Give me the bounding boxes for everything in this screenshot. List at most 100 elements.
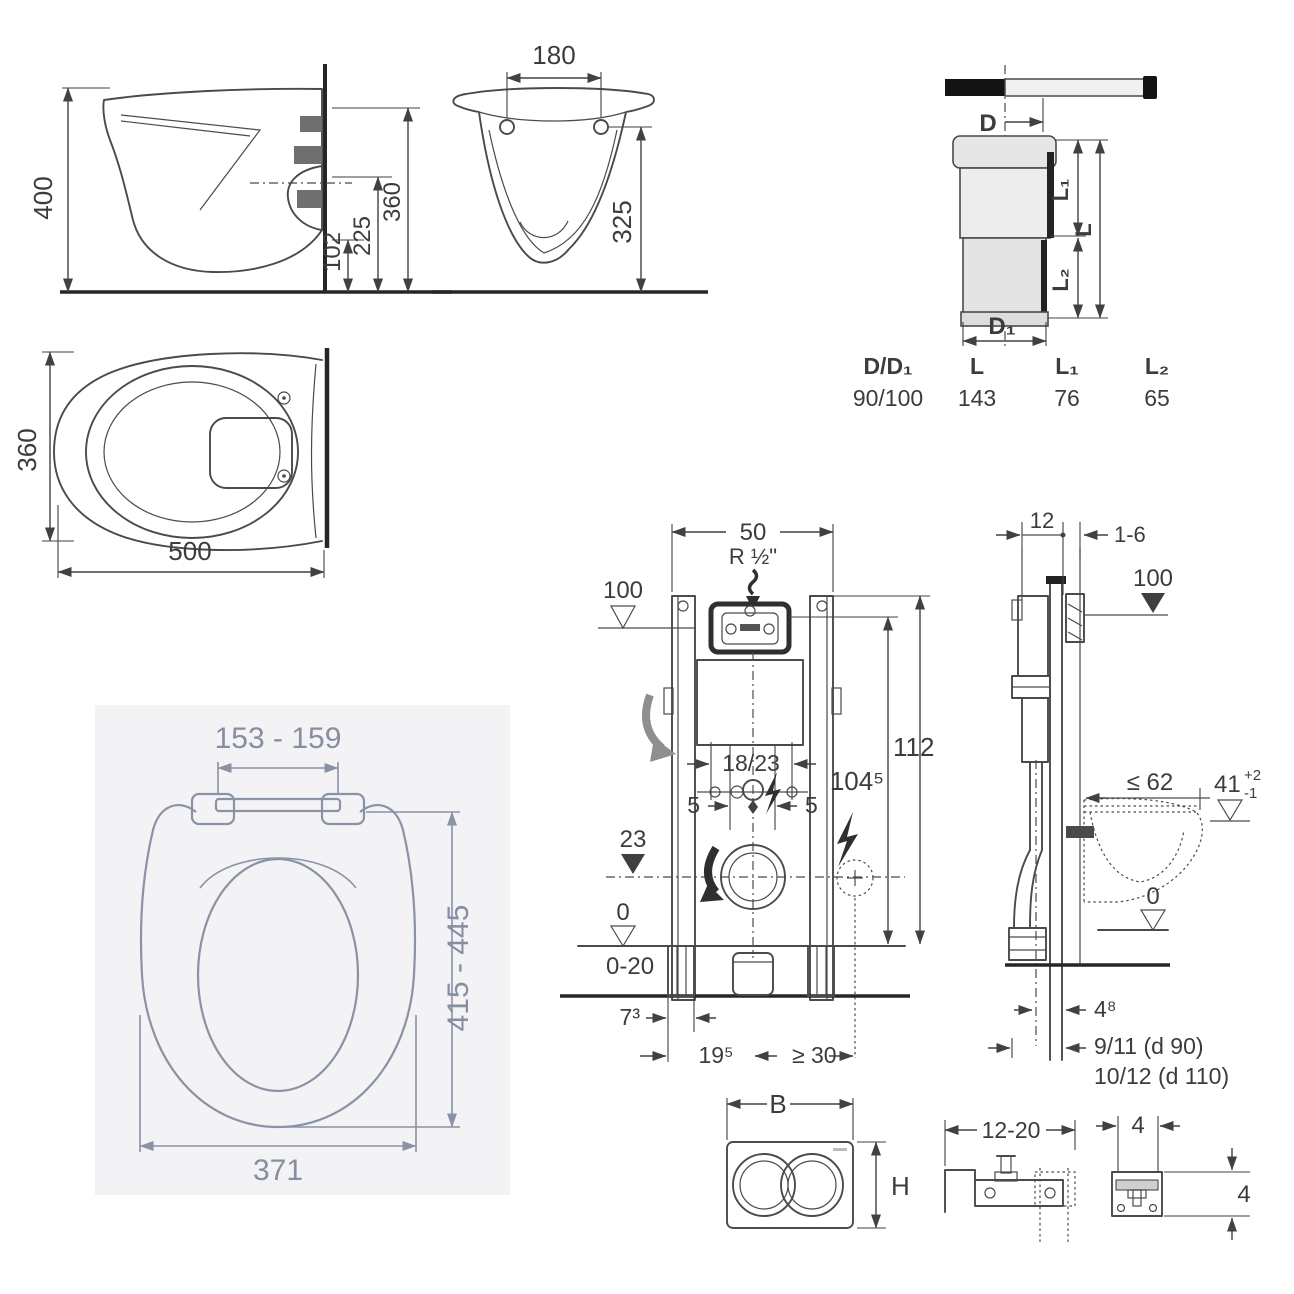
dim-pipe-d1: D₁	[988, 313, 1015, 340]
water-supply-squiggle	[747, 568, 759, 596]
pipe-upper-body	[959, 167, 1051, 239]
seat-screw-bottom	[277, 469, 291, 483]
level-23-triangle-filled	[621, 854, 645, 874]
dim-front-hole-spacing: 180	[532, 40, 575, 70]
dim-side-top-height: 360	[379, 182, 406, 222]
dim-bracket-range: 12-20	[982, 1117, 1041, 1143]
pipe-fitting-drawing: D L₁ L₂ L D₁ D/D₁ L L₁ L₂ 90/100 143 76	[853, 65, 1170, 411]
table-value-l1: 76	[1054, 385, 1080, 411]
wall-bracket-drawing: 12-20	[944, 1117, 1076, 1242]
table-header-l2: L₂	[1145, 353, 1169, 379]
dim-seat-length: 415 - 445	[442, 905, 475, 1032]
dim-outlet-offset: 18/23	[722, 750, 780, 776]
dim-foot-width: 7³	[620, 1004, 641, 1030]
dim-frame-height-inner: 104⁵	[830, 766, 884, 796]
bracket-hook	[944, 1169, 976, 1213]
dim-frame-height-full: 112	[893, 732, 934, 762]
table-header-l1: L₁	[1055, 353, 1079, 379]
pipe-lower-body	[962, 237, 1047, 319]
dim-frame-depth: 12	[1030, 508, 1054, 533]
dim-plate-height: H	[891, 1171, 910, 1201]
dim-side-mid-height: 225	[349, 216, 376, 256]
pipe-dimension-table: D/D₁ L L₁ L₂ 90/100 143 76 65	[853, 353, 1170, 411]
toilet-dashed-outline	[1083, 797, 1203, 903]
dim-pipe-l2: L₂	[1048, 268, 1073, 291]
bracket-body	[974, 1179, 1064, 1207]
level-100-front: 100	[603, 577, 643, 604]
dim-pipe-d90: 9/11 (d 90)	[1094, 1033, 1204, 1059]
dim-front-height: 325	[607, 200, 637, 243]
seat-panel-background	[95, 705, 510, 1195]
bracket-alt-position	[1034, 1171, 1076, 1207]
dim-depth-max: ≤ 62	[1127, 769, 1174, 796]
flush-plate-drawing: B H	[726, 1089, 910, 1229]
seat-screw-top	[277, 391, 291, 405]
dim-offset-4: 4⁸	[1094, 996, 1117, 1022]
dim-side-overall-height: 400	[28, 176, 58, 219]
mount-hatch-mid	[294, 146, 322, 164]
level-23-label: 23	[620, 826, 647, 853]
actuator-side-box	[1065, 593, 1085, 643]
dim-panel-range: 1-6	[1114, 522, 1146, 547]
level-0-side: 0	[1146, 883, 1159, 910]
electrical-outlet-dashed	[836, 859, 874, 897]
lightning-bolt-large	[837, 812, 858, 867]
mount-hatch-top	[300, 116, 322, 132]
dim-seat-width: 371	[253, 1154, 303, 1187]
insert-arrow-dark	[704, 845, 720, 895]
drain-socket	[1008, 927, 1047, 961]
dim-seat-height-tol-minus: -1	[1244, 785, 1257, 802]
frame-foot-right	[807, 945, 835, 997]
spacer-body	[1111, 1171, 1163, 1217]
dim-offset-left: 5	[687, 792, 700, 818]
dim-pipe-d110: 10/12 (d 110)	[1094, 1063, 1229, 1089]
brand-mark	[833, 1148, 847, 1151]
table-header-dd1: D/D₁	[863, 353, 912, 379]
dim-pipe-d: D	[979, 110, 996, 137]
front-view-drawing: 180 325	[432, 40, 708, 294]
flush-button-left	[732, 1153, 796, 1217]
level-100-triangle-open	[609, 605, 637, 630]
spacer-band	[1115, 1179, 1159, 1191]
pipe-bottom-rim	[960, 311, 1049, 327]
pipe-socket-rim	[952, 135, 1057, 169]
cistern-side-lower	[1021, 697, 1049, 763]
dim-frame-width: 50	[740, 519, 767, 546]
frame-rail-right	[809, 595, 834, 1001]
outlet-hatch	[297, 190, 322, 208]
dim-top-width: 360	[12, 428, 42, 471]
dim-pipe-l1: L₁	[1048, 179, 1073, 202]
side-view-drawing: 400 102 225 360	[28, 64, 452, 294]
table-value-l: 143	[958, 385, 996, 411]
installation-frame-front: 50 R ½" 100 18/23 5	[560, 519, 934, 1068]
flush-bend	[720, 844, 786, 910]
level-0-side-triangle-open	[1139, 909, 1167, 932]
pipe-rod-cap	[1143, 76, 1157, 99]
level-0-triangle-open	[609, 925, 637, 948]
dim-spacer-width: 4	[1131, 1112, 1144, 1139]
table-value-dd1: 90/100	[853, 385, 923, 411]
seat-height-triangle-open	[1216, 799, 1244, 822]
level-0-front: 0	[616, 899, 629, 926]
pipe-rod-dark	[945, 79, 1005, 96]
dim-top-length: 500	[168, 536, 211, 566]
dim-seat-hinge-spacing: 153 - 159	[215, 722, 342, 755]
installation-frame-side: 12 1-6 100	[988, 508, 1261, 1089]
mount-hole-left	[499, 119, 515, 135]
frame-foot-left	[667, 945, 695, 997]
dim-plate-width: B	[769, 1089, 786, 1119]
dim-offset-right: 5	[805, 792, 818, 818]
dim-side-min: ≥ 30	[792, 1042, 837, 1068]
dim-center-distance: 19⁵	[698, 1042, 733, 1068]
top-view-drawing: 360 500	[12, 348, 330, 578]
outlet-box	[732, 952, 774, 996]
drain-opening	[209, 417, 293, 489]
pipe-lower-shadow	[1041, 240, 1047, 316]
lightning-bolt-small	[765, 772, 781, 814]
level-100-side: 100	[1133, 565, 1173, 592]
dim-seat-height-tol-plus: +2	[1244, 767, 1261, 784]
seat-hinge-left	[190, 792, 236, 826]
level-100-triangle-filled	[1141, 593, 1165, 613]
